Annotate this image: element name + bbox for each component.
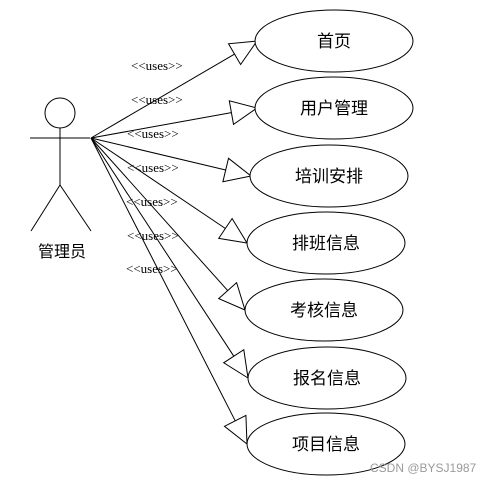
stereotype-label-6: <<uses>> [127,228,179,243]
use-case-user-management-label: 用户管理 [300,99,368,119]
stereotype-label-4: <<uses>> [127,160,179,175]
use-case-project-info-label: 项目信息 [292,435,360,455]
actor-label: 管理员 [38,242,86,261]
arrowhead-3 [222,157,253,183]
actor-right-leg [59,184,92,232]
stereotype-label-5: <<uses>> [126,194,178,209]
arrowhead-1 [227,40,259,66]
association-line-2 [90,112,232,139]
arrowhead-6 [222,348,249,379]
arrowhead-2 [228,100,259,126]
arrowhead-4 [217,217,248,244]
use-case-registration-info-label: 报名信息 [293,369,361,389]
use-case-registration-info[interactable]: 报名信息 [247,346,407,410]
use-case-shift-info[interactable]: 排班信息 [246,211,406,275]
use-case-assessment-info-label: 考核信息 [290,301,358,321]
actor-figure [30,97,92,232]
association-line-4 [90,137,226,229]
arrowhead-7 [223,414,248,446]
stereotype-label-7: <<uses>> [126,261,178,276]
use-case-project-info[interactable]: 项目信息 [246,412,406,476]
actor-head [44,97,76,129]
association-line-3 [90,137,226,171]
use-cases: 首页 用户管理 培训安排 排班信息 考核信息 报名信息 项目信息 [244,9,414,476]
association-line-6 [90,137,235,357]
stereotype-label-3: <<uses>> [127,126,179,141]
use-case-shift-info-label: 排班信息 [292,234,360,254]
use-case-training-schedule-label: 培训安排 [295,167,363,187]
association-line-5 [90,137,229,291]
actor-left-leg [30,184,61,232]
association-links [90,40,259,446]
use-case-user-management[interactable]: 用户管理 [254,76,414,140]
stereotype-labels: <<uses>> <<uses>> <<uses>> <<uses>> <<us… [126,58,183,276]
stereotype-label-2: <<uses>> [131,92,183,107]
use-case-home[interactable]: 首页 [254,9,414,73]
use-case-home-label: 首页 [317,32,351,52]
stereotype-label-1: <<uses>> [131,58,183,73]
watermark: CSDN @BYSJ1987 [370,461,477,475]
arrowhead-5 [217,281,246,311]
association-line-7 [90,137,236,422]
association-line-1 [90,53,235,139]
use-case-assessment-info[interactable]: 考核信息 [244,278,404,342]
use-case-training-schedule[interactable]: 培训安排 [249,144,409,208]
